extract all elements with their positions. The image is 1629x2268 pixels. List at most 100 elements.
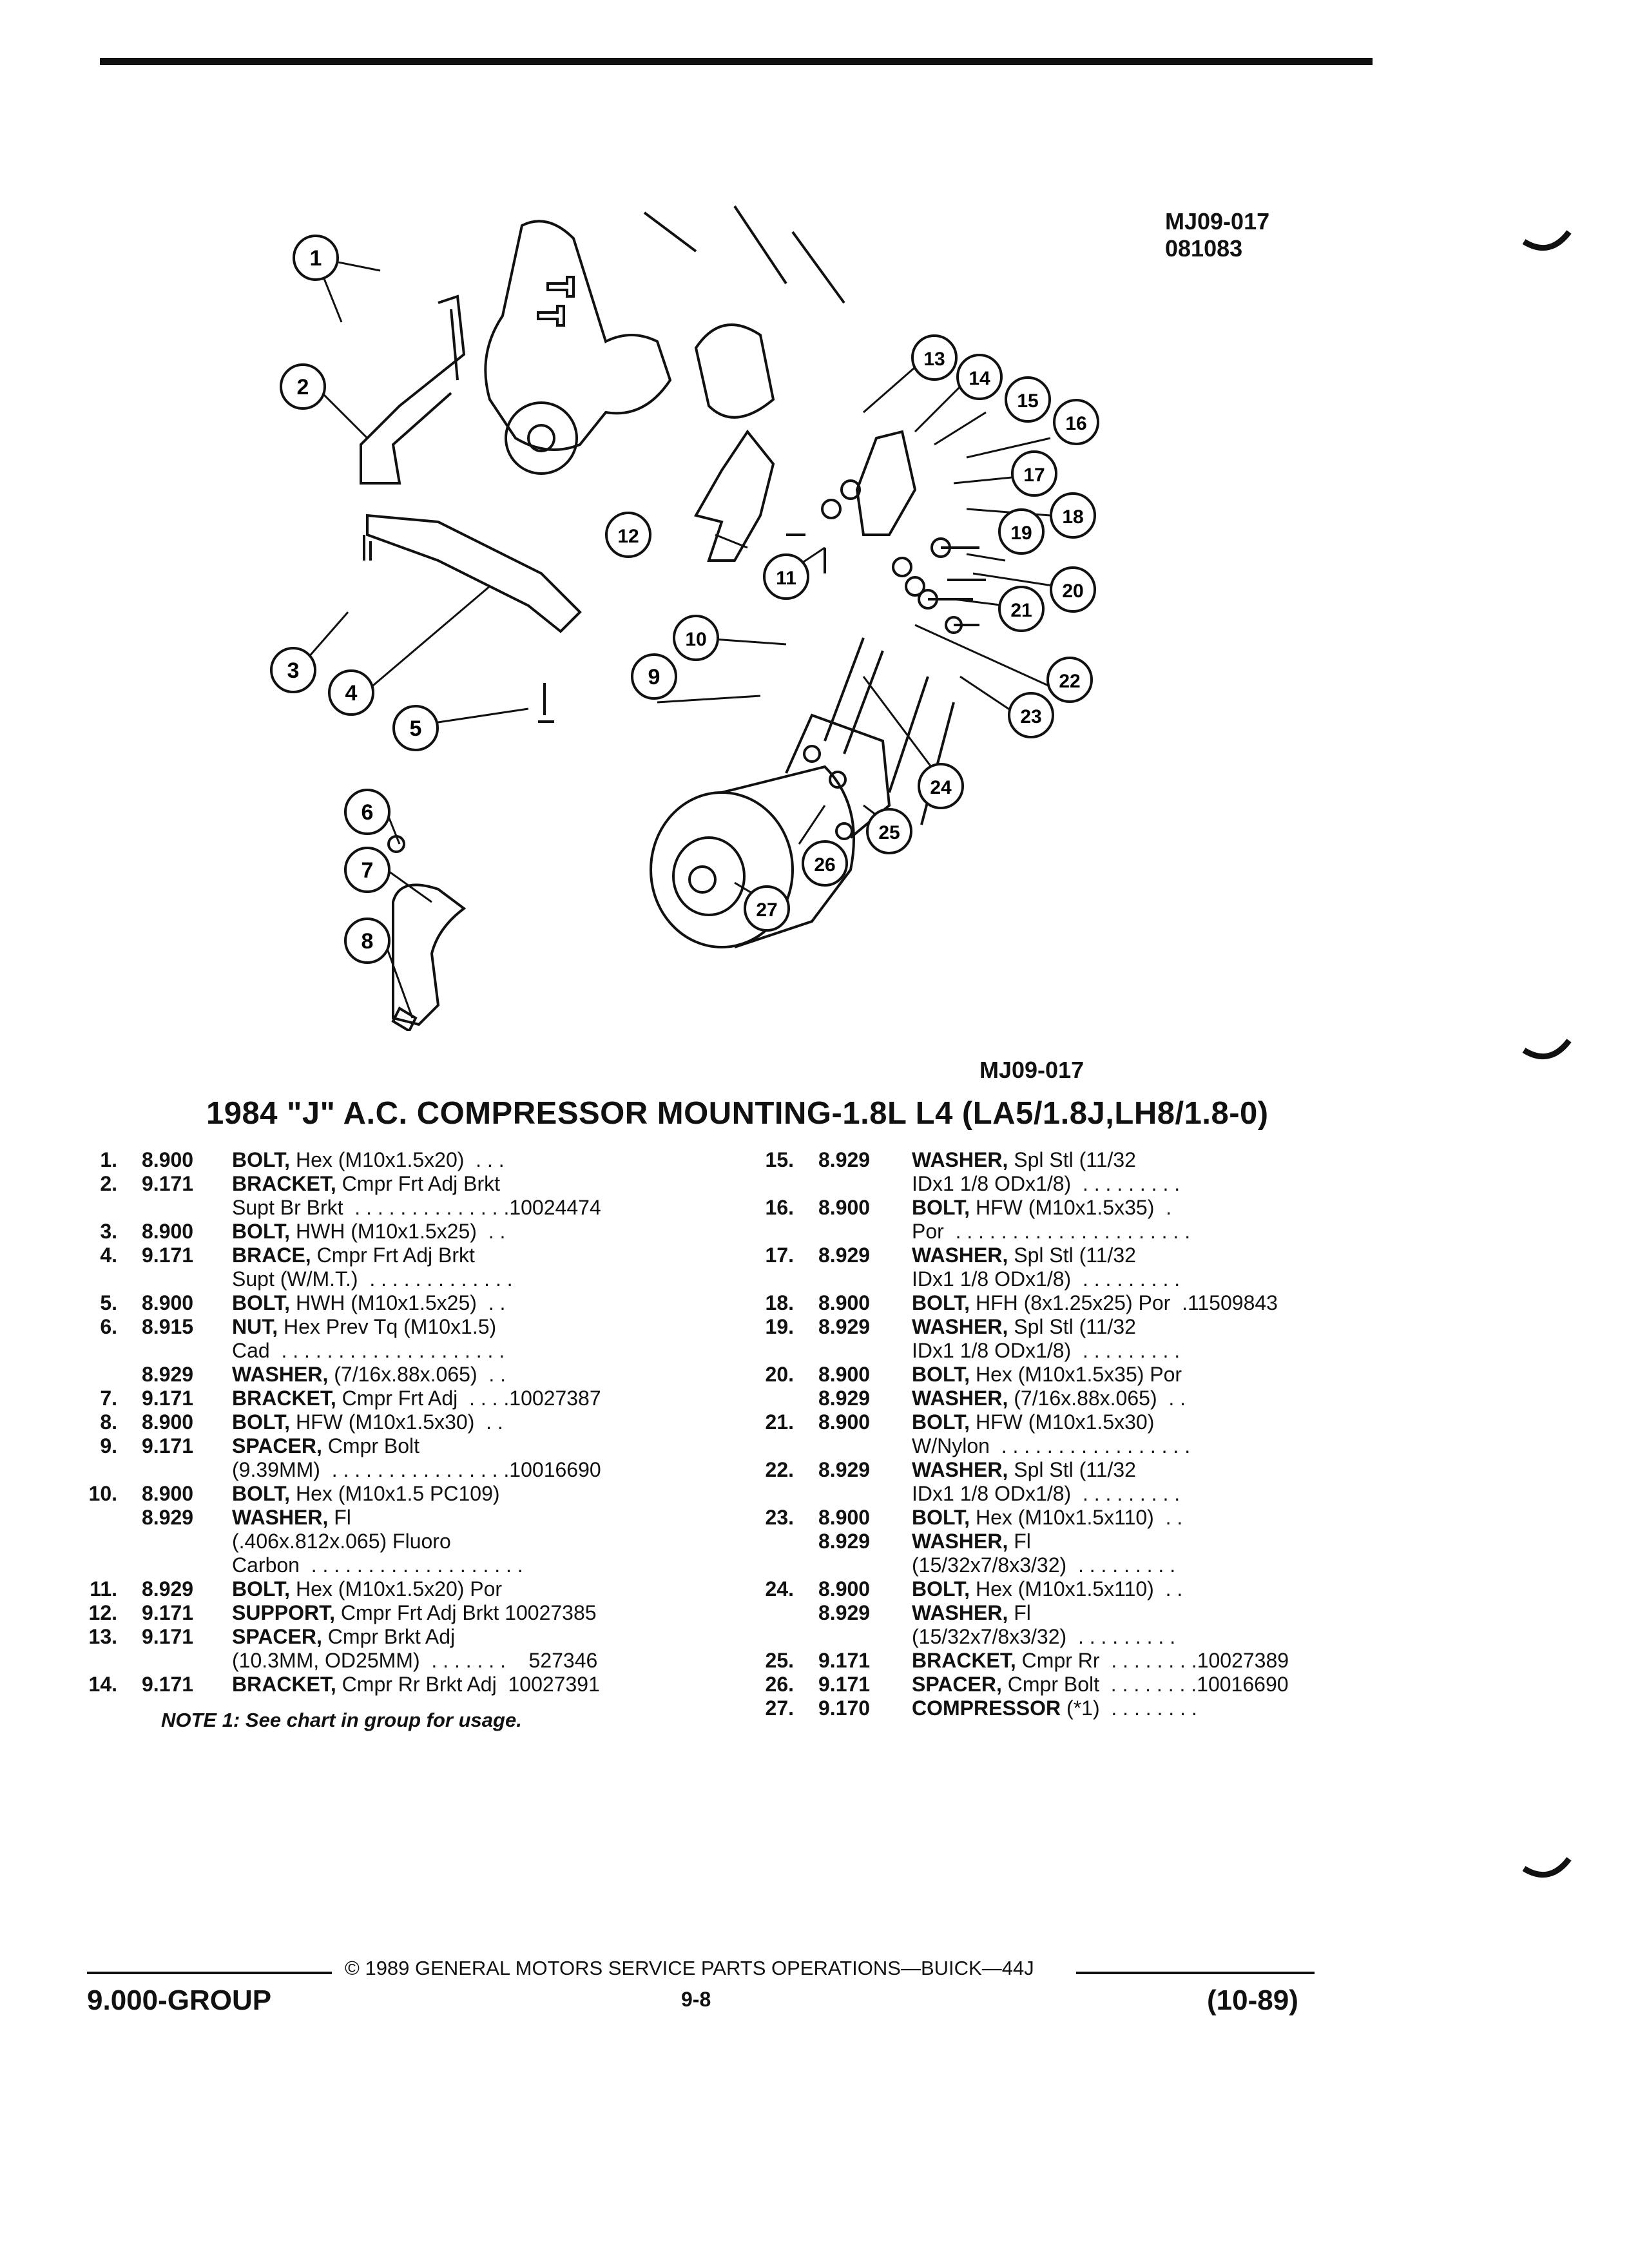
callout-7: 7 xyxy=(344,847,390,893)
callout-label: 19 xyxy=(1010,523,1032,544)
description-line: BOLT, Hex (M10x1.5x20) Por xyxy=(232,1577,757,1601)
part-detail: Spl Stl (11/32 xyxy=(1008,1148,1136,1171)
callout-bubbles: 1 2 3 4 5 6 7 8 9 10 11 12 13 14 15 16 1… xyxy=(270,235,1099,964)
description-line: BOLT, HFW (M10x1.5x35) . xyxy=(912,1196,1411,1220)
part-detail: W/Nylon . . . . . . . . . . . . . . . . … xyxy=(912,1434,1191,1457)
part-name: BRACKET, xyxy=(232,1673,336,1696)
description-line: WASHER, (7/16x.88x.065) . . xyxy=(232,1363,757,1387)
callout-label: 20 xyxy=(1062,581,1083,602)
item-description: BRACKET, Cmpr Rr . . . . . . . .10027389 xyxy=(912,1649,1411,1673)
callout-label: 18 xyxy=(1062,506,1083,528)
group-number: 8.900 xyxy=(142,1148,194,1171)
figure-code: MJ09-017 xyxy=(1165,208,1270,235)
item-description: BRACKET, Cmpr Frt Adj . . . .10027387 xyxy=(232,1387,757,1410)
part-name: WASHER, xyxy=(912,1244,1008,1267)
footer-date: (10-89) xyxy=(1207,1984,1298,2016)
part-detail: Supt Br Brkt . . . . . . . . . . . . . .… xyxy=(232,1196,601,1219)
callout-18: 18 xyxy=(1050,492,1096,539)
part-detail: Fl xyxy=(1008,1601,1031,1624)
item-description: WASHER, (7/16x.88x.065) . . xyxy=(912,1387,1411,1410)
callout-12: 12 xyxy=(605,512,651,558)
part-name: BOLT, xyxy=(912,1291,970,1314)
callout-21: 21 xyxy=(998,586,1045,632)
part-detail: Cmpr Frt Adj Brkt xyxy=(336,1172,501,1195)
part-detail: Cmpr Bolt . . . . . . . .10016690 xyxy=(1001,1673,1289,1696)
part-name: SUPPORT, xyxy=(232,1601,336,1624)
group-number: 9.171 xyxy=(142,1625,194,1648)
description-line: BOLT, HWH (M10x1.5x25) . . xyxy=(232,1291,757,1315)
item-description: SPACER, Cmpr Bolt . . . . . . . .1001669… xyxy=(912,1673,1411,1696)
part-detail: Cmpr Frt Adj Brkt xyxy=(311,1244,475,1267)
part-name: WASHER, xyxy=(912,1601,1008,1624)
part-detail: IDx1 1/8 ODx1/8) . . . . . . . . . xyxy=(912,1339,1181,1362)
item-description: BOLT, HWH (M10x1.5x25) . . xyxy=(232,1291,757,1315)
item-number: 6. xyxy=(100,1315,117,1338)
part-detail: (10.3MM, OD25MM) . . . . . . . 527346 xyxy=(232,1649,598,1672)
part-detail: IDx1 1/8 ODx1/8) . . . . . . . . . xyxy=(912,1482,1181,1505)
description-line: BOLT, HWH (M10x1.5x25) . . xyxy=(232,1220,757,1244)
description-line: BOLT, Hex (M10x1.5 PC109) xyxy=(232,1482,757,1506)
group-number: 8.900 xyxy=(818,1410,871,1434)
description-line: Supt Br Brkt . . . . . . . . . . . . . .… xyxy=(232,1196,757,1220)
item-number xyxy=(61,1506,142,1577)
item-description: SPACER, Cmpr Brkt Adj(10.3MM, OD25MM) . … xyxy=(232,1625,757,1673)
callout-label: 16 xyxy=(1065,413,1086,434)
part-detail: (9.39MM) . . . . . . . . . . . . . . . .… xyxy=(232,1458,601,1481)
margin-hole-mark xyxy=(1522,1857,1572,1878)
part-detail: Cmpr Brkt Adj xyxy=(322,1625,456,1648)
description-line: NUT, Hex Prev Tq (M10x1.5) xyxy=(232,1315,757,1339)
callout-20: 20 xyxy=(1050,566,1096,613)
group-number: 8.900 xyxy=(818,1196,871,1219)
description-line: BOLT, HFH (8x1.25x25) Por .11509843 xyxy=(912,1291,1411,1315)
description-line: BRACKET, Cmpr Frt Adj Brkt xyxy=(232,1172,757,1196)
part-detail: (15/32x7/8x3/32) . . . . . . . . . xyxy=(912,1553,1176,1577)
part-name: SPACER, xyxy=(232,1625,322,1648)
part-name: BOLT, xyxy=(912,1196,970,1219)
group-number: 8.915 xyxy=(142,1315,194,1338)
brace xyxy=(366,514,582,633)
description-line: IDx1 1/8 ODx1/8) . . . . . . . . . xyxy=(912,1267,1411,1291)
callout-label: 3 xyxy=(287,658,300,683)
callout-label: 11 xyxy=(776,568,796,589)
description-line: WASHER, Spl Stl (11/32 xyxy=(912,1458,1411,1482)
part-name: BOLT, xyxy=(912,1410,970,1434)
part-detail: IDx1 1/8 ODx1/8) . . . . . . . . . xyxy=(912,1267,1181,1291)
description-line: SUPPORT, Cmpr Frt Adj Brkt 10027385 xyxy=(232,1601,757,1625)
front-bracket xyxy=(392,883,467,1026)
callout-label: 22 xyxy=(1059,671,1080,692)
part-detail: Cmpr Rr Brkt Adj 10027391 xyxy=(336,1673,600,1696)
item-description: BOLT, Hex (M10x1.5x20) . . . xyxy=(232,1148,757,1172)
figure-date: 081083 xyxy=(1165,235,1243,262)
description-line: BRACE, Cmpr Frt Adj Brkt xyxy=(232,1244,757,1267)
callout-6: 6 xyxy=(344,789,390,835)
crank-pulley xyxy=(505,401,578,475)
item-number: 17. xyxy=(765,1244,794,1267)
callout-15: 15 xyxy=(1005,376,1051,423)
part-detail: (7/16x.88x.065) . . xyxy=(328,1363,506,1386)
callout-label: 21 xyxy=(1010,600,1032,621)
callout-label: 27 xyxy=(756,899,777,921)
part-name: BOLT, xyxy=(232,1577,291,1600)
group-number: 8.900 xyxy=(142,1291,194,1314)
group-number: 8.900 xyxy=(818,1506,871,1529)
part-name: BOLT, xyxy=(912,1363,970,1386)
description-line: (.406x.812x.065) Fluoro xyxy=(232,1530,757,1553)
rear-bracket xyxy=(855,430,917,536)
part-detail: Por . . . . . . . . . . . . . . . . . . … xyxy=(912,1220,1191,1243)
description-line: WASHER, Spl Stl (11/32 xyxy=(912,1148,1411,1172)
top-rule xyxy=(100,58,1373,65)
part-name: BOLT, xyxy=(232,1220,291,1243)
part-name: SPACER, xyxy=(232,1434,322,1457)
group-number: 8.929 xyxy=(142,1363,194,1386)
part-detail: (*1) . . . . . . . . xyxy=(1061,1696,1197,1720)
callout-label: 10 xyxy=(685,629,706,650)
callout-17: 17 xyxy=(1011,450,1057,497)
